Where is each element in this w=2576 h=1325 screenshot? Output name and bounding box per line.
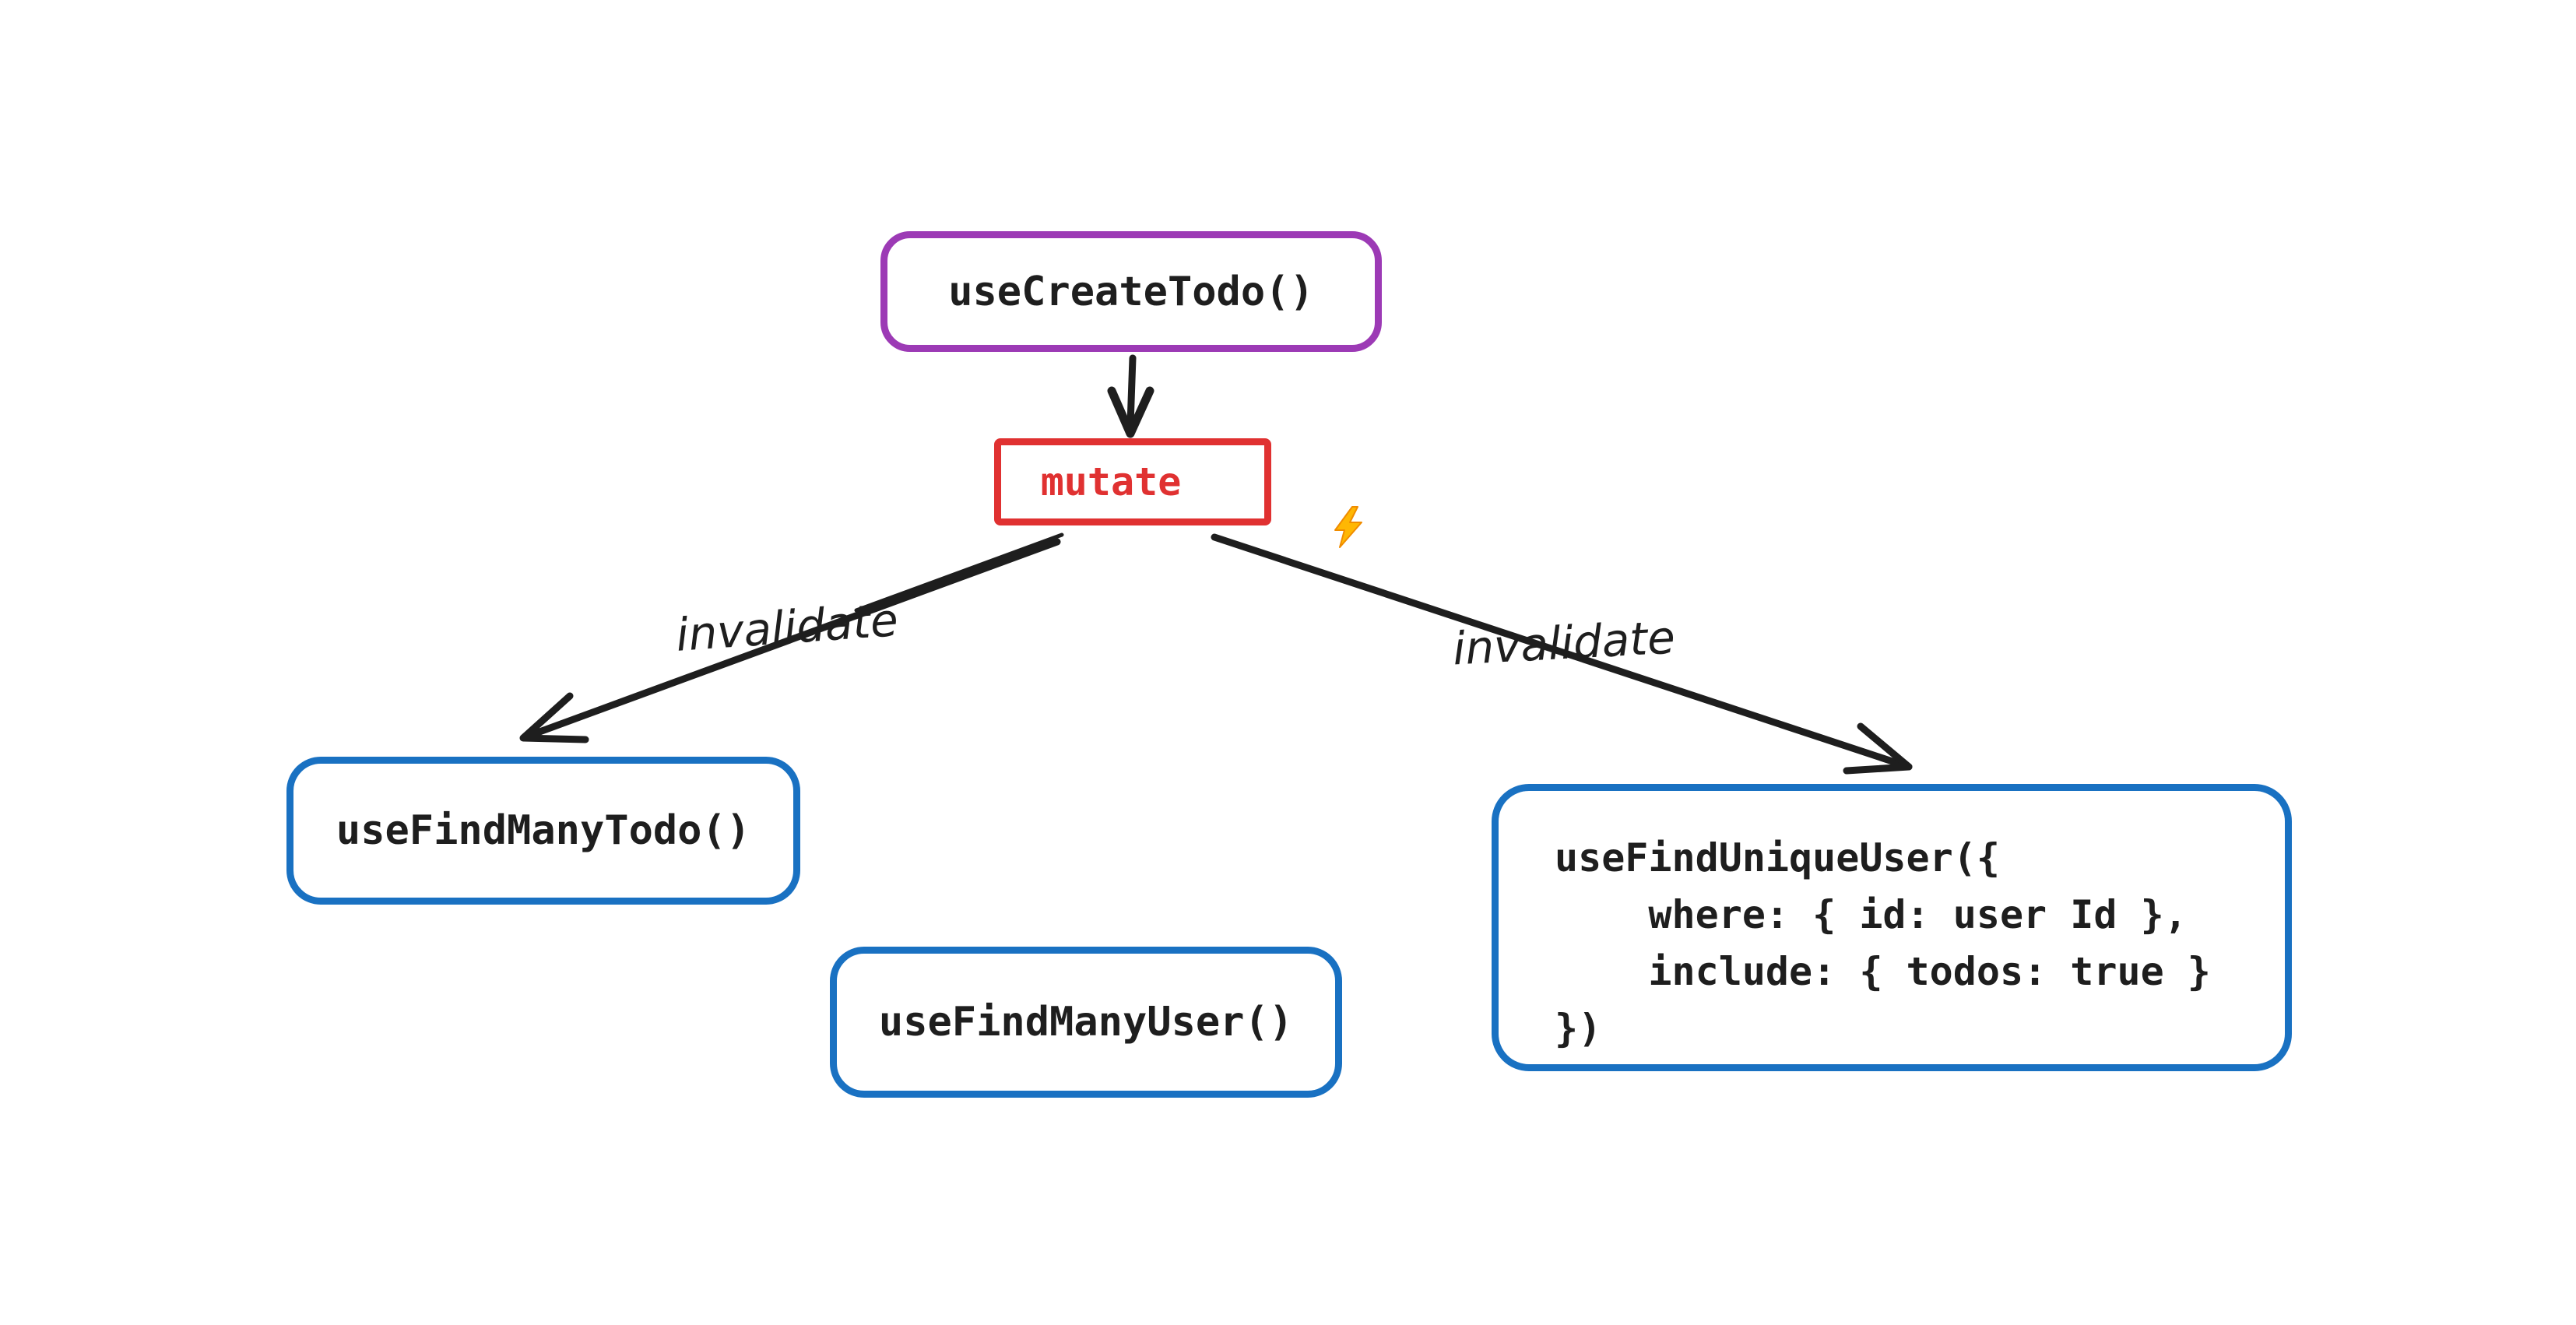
code-line-2: where: { id: user Id },	[1555, 892, 2188, 937]
node-use-find-many-todo: useFindManyTodo()	[286, 757, 800, 905]
node-use-create-todo-label: useCreateTodo()	[948, 268, 1314, 315]
arrow-create-to-mutate	[1107, 354, 1154, 438]
lightning-icon	[1190, 461, 1362, 548]
arrow-mutate-to-find-unique-user	[1211, 533, 1913, 775]
arrow-mutate-to-find-many-todo	[519, 532, 1064, 743]
code-line-1: useFindUniqueUser({	[1555, 835, 2000, 880]
code-line-3: include: { todos: true }	[1555, 949, 2211, 994]
node-mutate-label: mutate	[1040, 459, 1182, 504]
node-use-find-many-user: useFindManyUser()	[830, 947, 1342, 1098]
code-line-4: })	[1555, 1006, 1602, 1051]
node-mutate: mutate	[994, 438, 1362, 548]
node-use-find-many-user-label: useFindManyUser()	[878, 999, 1294, 1046]
node-use-find-many-todo-label: useFindManyTodo()	[336, 807, 751, 854]
node-use-find-unique-user: useFindUniqueUser({ where: { id: user Id…	[1492, 784, 2292, 1071]
node-use-create-todo: useCreateTodo()	[880, 231, 1382, 352]
